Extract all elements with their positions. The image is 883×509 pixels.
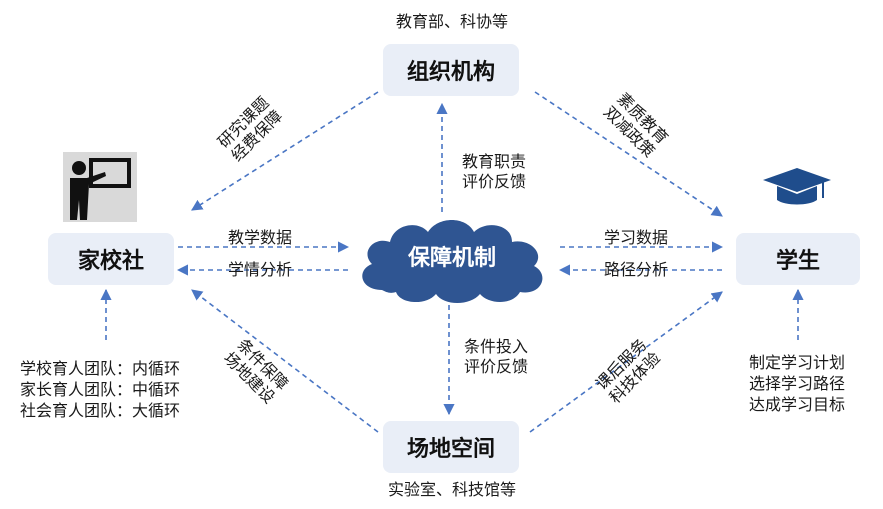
arrow-venue-to-school — [191, 289, 379, 433]
student-node: 学生 — [736, 233, 860, 285]
venue-label: 场地空间 — [406, 437, 495, 462]
student-goals-list: 制定学习计划 选择学习路径 达成学习目标 — [734, 352, 860, 415]
student-label: 学生 — [775, 249, 820, 274]
teacher-icon — [63, 152, 137, 222]
list-item: 社会育人团队：大循环 — [20, 401, 181, 420]
school-node: 家校社 — [48, 233, 174, 285]
school-center-label-bottom: 学情分析 — [228, 260, 293, 279]
graduation-cap-icon — [763, 168, 831, 205]
student-center-label-bottom: 路径分析 — [604, 260, 669, 279]
school-center-label-top: 教学数据 — [228, 228, 293, 247]
venue-caption: 实验室、科技馆等 — [387, 480, 516, 499]
org-caption: 教育部、科协等 — [395, 12, 508, 31]
list-item: 学校育人团队：内循环 — [20, 359, 181, 378]
arrow-venue-to-student — [529, 291, 723, 433]
center-org-label: 教育职责评价反馈 — [462, 152, 527, 191]
center-venue-label: 条件投入评价反馈 — [464, 337, 529, 376]
arrow-org-to-school — [191, 91, 379, 211]
list-item: 制定学习计划 — [748, 353, 845, 372]
school-teams-list: 学校育人团队：内循环 家长育人团队：中循环 社会育人团队：大循环 — [20, 358, 180, 421]
student-center-label-top: 学习数据 — [604, 228, 669, 247]
venue-node: 场地空间 — [383, 421, 519, 473]
list-item: 达成学习目标 — [748, 395, 845, 414]
cloud-shape — [362, 220, 543, 303]
center-label: 保障机制 — [407, 246, 496, 271]
org-node: 组织机构 — [383, 44, 519, 96]
school-label: 家校社 — [77, 249, 144, 274]
list-item: 选择学习路径 — [748, 374, 845, 393]
org-label: 组织机构 — [406, 60, 495, 85]
arrow-org-to-student — [534, 91, 723, 217]
list-item: 家长育人团队：中循环 — [20, 380, 181, 399]
